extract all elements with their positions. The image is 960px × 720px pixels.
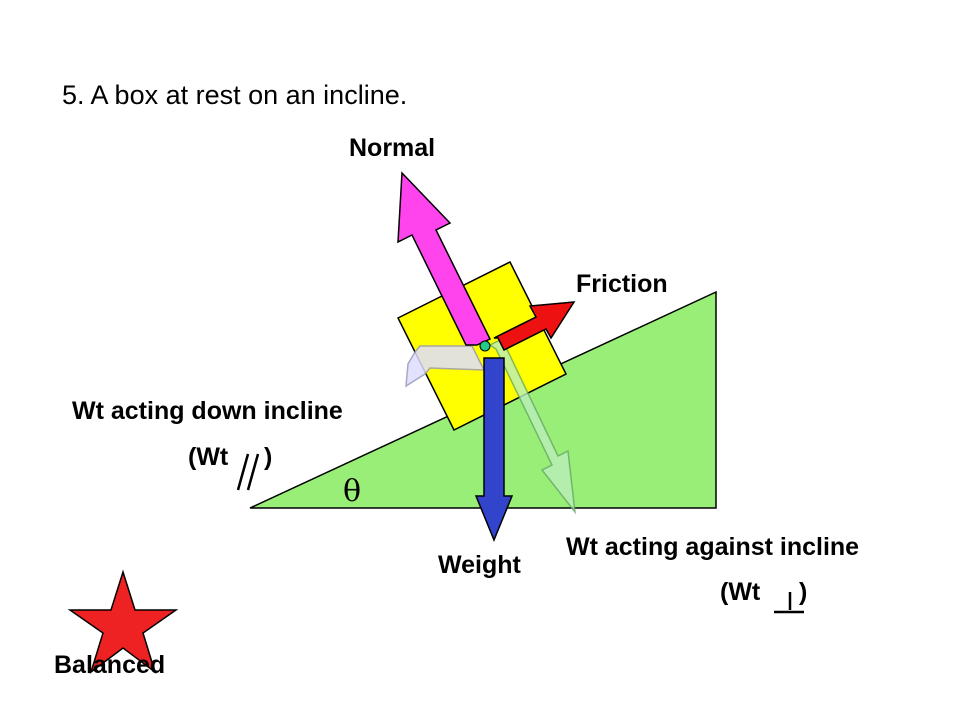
wt-down-label: Wt acting down incline [72, 397, 343, 425]
angle-theta: θ [343, 474, 362, 509]
wt-against-symbol-open: (Wt [720, 578, 761, 606]
center-dot [479, 340, 491, 352]
wt-against-symbol-close: ) [799, 578, 808, 606]
balanced-label: Balanced [54, 651, 166, 679]
wt-down-symbol-close: ) [264, 443, 273, 471]
normal-arrow [397, 171, 492, 346]
weight-label: Weight [438, 551, 521, 579]
wt-down-symbol-open: (Wt [188, 443, 229, 471]
parallel-symbol [236, 453, 260, 491]
friction-arrow [493, 301, 576, 352]
star-icon [67, 569, 179, 674]
page-title: 5. A box at rest on an incline. [62, 80, 408, 110]
friction-label: Friction [576, 270, 668, 298]
normal-label: Normal [349, 134, 436, 162]
perpendicular-symbol [774, 592, 804, 614]
against-incline-arrow [488, 337, 577, 515]
wt-against-label: Wt acting against incline [566, 533, 860, 561]
down-incline-arrow [405, 345, 486, 388]
weight-arrow [474, 357, 514, 542]
